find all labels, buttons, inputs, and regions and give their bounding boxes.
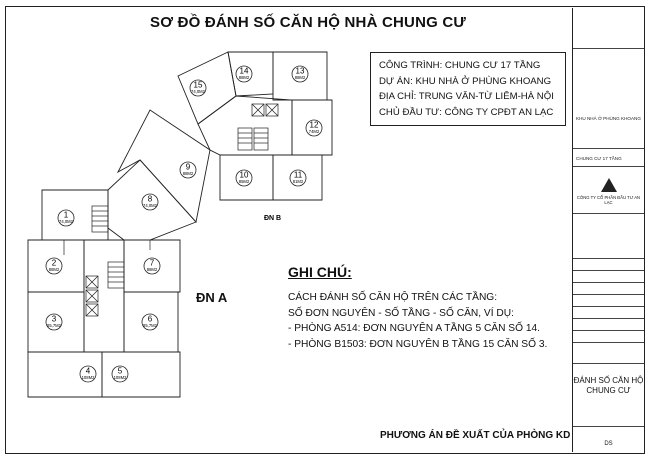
unit-area: 74M2	[309, 129, 320, 134]
unit-number: 14	[240, 67, 249, 76]
unit-number: 11	[294, 171, 303, 180]
block-label-b: ĐN B	[264, 215, 281, 222]
unit-area: 108M2	[82, 375, 95, 380]
unit-area: 74,0M2	[59, 219, 74, 224]
note-line-3: - PHÒNG A514: ĐƠN NGUYÊN A TẦNG 5 CĂN SỐ…	[288, 323, 540, 334]
notes-title: GHI CHÚ:	[288, 264, 352, 280]
info-project: CÔNG TRÌNH: CHUNG CƯ 17 TẦNG	[379, 60, 541, 71]
unit-number: 9	[186, 163, 191, 172]
tb-drawing-code: DS	[604, 441, 613, 447]
unit-area: 88M2	[239, 75, 250, 80]
unit-number: 2	[52, 259, 57, 268]
unit-area: 81M2	[293, 179, 304, 184]
tb-company: CÔNG TY CỔ PHẦN ĐẦU TƯ AN LẠC	[576, 195, 641, 205]
tb-building: CHUNG CƯ 17 TẦNG	[576, 156, 622, 161]
note-line-2: SỐ ĐƠN NGUYÊN - SỐ TẦNG - SỐ CĂN, VÍ DỤ:	[288, 307, 514, 319]
page-title: SƠ ĐỒ ĐÁNH SỐ CĂN HỘ NHÀ CHUNG CƯ	[150, 14, 467, 31]
unit-number: 12	[310, 121, 319, 130]
unit-number: 10	[240, 171, 249, 180]
unit-area: 85,7M2	[143, 323, 158, 328]
tb-drawing-name: ĐÁNH SỐ CĂN HỘ CHUNG CƯ	[573, 376, 644, 395]
unit-area: 88M2	[147, 267, 158, 272]
footer-note: PHƯƠNG ÁN ĐỀ XUẤT CỦA PHÒNG KD	[380, 430, 571, 441]
block-label-a: ĐN A	[196, 290, 228, 305]
tb-project: KHU NHÀ Ở PHÙNG KHOANG	[576, 116, 641, 121]
core-b-outline	[197, 95, 293, 156]
unit-15-outline	[177, 51, 237, 125]
unit-number: 13	[296, 67, 305, 76]
drawing-sheet	[5, 6, 645, 454]
unit-area: 88M2	[183, 171, 194, 176]
note-line-1: CÁCH ĐÁNH SỐ CĂN HỘ TRÊN CÁC TẦNG:	[288, 292, 498, 303]
info-scheme: DỰ ÁN: KHU NHÀ Ở PHÙNG KHOANG	[379, 75, 552, 87]
unit-area: 85M2	[239, 179, 250, 184]
unit-number: 3	[52, 315, 57, 324]
unit-1-outline	[41, 189, 109, 241]
unit-9-outline	[116, 109, 211, 223]
unit-area: 74,0M2	[143, 203, 158, 208]
unit-area: 88M2	[49, 267, 60, 272]
company-logo-icon	[601, 178, 617, 192]
unit-number: 5	[118, 367, 123, 376]
note-line-4: - PHÒNG B1503: ĐƠN NGUYÊN B TẦNG 15 CĂN …	[288, 338, 548, 350]
unit-marker-6: 685,7M2	[141, 313, 159, 331]
unit-marker-8: 874,0M2	[141, 193, 159, 211]
unit-area: 108M2	[114, 375, 127, 380]
unit-number: 15	[194, 81, 203, 90]
unit-number: 6	[148, 315, 153, 324]
unit-area: 74,0M2	[191, 89, 206, 94]
notes: CÁCH ĐÁNH SỐ CĂN HỘ TRÊN CÁC TẦNG: SỐ ĐƠ…	[288, 290, 547, 352]
unit-number: 7	[150, 259, 155, 268]
project-info-box: CÔNG TRÌNH: CHUNG CƯ 17 TẦNG DỰ ÁN: KHU …	[370, 52, 566, 126]
title-block: KHU NHÀ Ở PHÙNG KHOANG CHUNG CƯ 17 TẦNG …	[572, 8, 644, 452]
unit-area: 88M2	[295, 75, 306, 80]
unit-number: 1	[64, 211, 69, 220]
info-address: ĐỊA CHỈ: TRUNG VĂN-TỪ LIÊM-HÀ NỘI	[379, 91, 554, 102]
unit-marker-1: 174,0M2	[57, 209, 75, 227]
unit-number: 4	[86, 367, 91, 376]
core-a-outline	[83, 239, 125, 353]
unit-area: 85,7M2	[47, 323, 62, 328]
info-investor: CHỦ ĐẦU TƯ: CÔNG TY CPĐT AN LẠC	[379, 106, 554, 118]
unit-number: 8	[148, 195, 153, 204]
unit-marker-3: 385,7M2	[45, 313, 63, 331]
